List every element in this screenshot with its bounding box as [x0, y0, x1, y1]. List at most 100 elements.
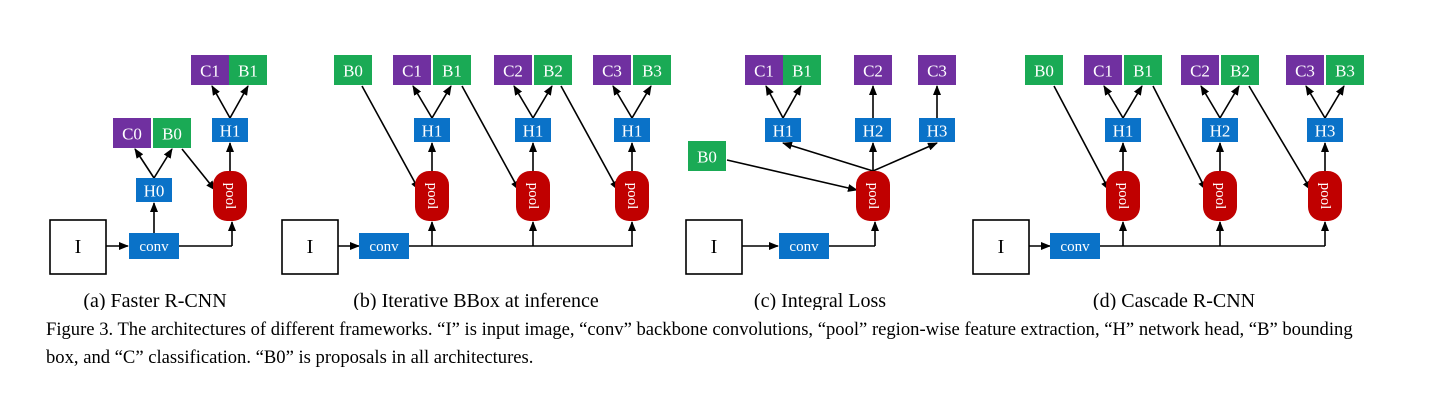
- a-h1-head-box: H1: [212, 118, 248, 142]
- c-c3-classification-box-shape: [918, 55, 956, 85]
- b2-pool-node: pool: [516, 171, 550, 221]
- b-b3-bbox-box: B3: [633, 55, 671, 85]
- d-h2-head-box-shape: [1202, 118, 1238, 142]
- a-c0-classification-box: C0: [113, 118, 151, 148]
- d-b0-bbox-box-shape: [1025, 55, 1063, 85]
- b-h1-2-head-box-shape: [515, 118, 551, 142]
- b1-pool-shape: [415, 171, 449, 221]
- a-b1-bbox-box-shape: [229, 55, 267, 85]
- c-pool-label: pool: [865, 183, 881, 210]
- c-c1-classification-box-label: C1: [754, 62, 774, 81]
- b-conv-label: conv: [369, 239, 399, 255]
- d-c3-classification-box: C3: [1286, 55, 1324, 85]
- c-h3-head-box-label: H3: [927, 122, 948, 141]
- c-c3-classification-box: C3: [918, 55, 956, 85]
- d-h1-head-box-label: H1: [1113, 122, 1134, 141]
- b-conv-shape: [359, 233, 409, 259]
- d-h1-head-box: H1: [1105, 118, 1141, 142]
- c-c2-classification-box: C2: [854, 55, 892, 85]
- d-b1-bbox-box-shape: [1124, 55, 1162, 85]
- b-b1-bbox-box: B1: [433, 55, 471, 85]
- d3-pool-shape: [1308, 171, 1342, 221]
- b-c3-classification-box-label: C3: [602, 62, 622, 81]
- c-input-frame: [685, 219, 743, 275]
- b-h1-3-head-box-label: H1: [622, 122, 643, 141]
- subcaption-d: (d) Cascade R-CNN: [1093, 290, 1255, 310]
- d-conv-box: conv: [1050, 233, 1100, 259]
- b3-pool-node: pool: [615, 171, 649, 221]
- b2-pool-label: pool: [525, 183, 541, 210]
- c-h3-head-box-shape: [919, 118, 955, 142]
- a-h0-head-box-label: H0: [144, 182, 165, 201]
- d-b1-bbox-box: B1: [1124, 55, 1162, 85]
- c-b1-bbox-box: B1: [783, 55, 821, 85]
- b-h1-1-head-box: H1: [414, 118, 450, 142]
- a-c0-classification-box-label: C0: [122, 125, 142, 144]
- c-b0-bbox-box-label: B0: [697, 148, 717, 167]
- d2-pool-shape: [1203, 171, 1237, 221]
- a-input-label: I: [75, 236, 82, 258]
- c-pool-shape: [856, 171, 890, 221]
- b1-pool-label: pool: [424, 183, 440, 210]
- a-c1-classification-box-shape: [191, 55, 229, 85]
- b1-pool-node: pool: [415, 171, 449, 221]
- a-h0-head-box: H0: [136, 178, 172, 202]
- c-conv-box: conv: [779, 233, 829, 259]
- d-c1-classification-box: C1: [1084, 55, 1122, 85]
- d1-pool-label: pool: [1115, 183, 1131, 210]
- a-b0-bbox-box: B0: [153, 118, 191, 148]
- a-b0-bbox-box-shape: [153, 118, 191, 148]
- c-input-label: I: [711, 236, 718, 258]
- d-input-frame: [972, 219, 1030, 275]
- a-pool-shape: [213, 171, 247, 221]
- b-b1-bbox-box-label: B1: [442, 62, 462, 81]
- b-c3-classification-box: C3: [593, 55, 631, 85]
- c-b1-bbox-box-label: B1: [792, 62, 812, 81]
- c-b0-bbox-box: B0: [688, 141, 726, 171]
- c-c2-classification-box-shape: [854, 55, 892, 85]
- a-conv-shape: [129, 233, 179, 259]
- a-c0-classification-box-shape: [113, 118, 151, 148]
- subcaption-b: (b) Iterative BBox at inference: [353, 290, 599, 310]
- d-b0-bbox-box: B0: [1025, 55, 1063, 85]
- c-conv-label: conv: [789, 239, 819, 255]
- b3-pool-label: pool: [624, 183, 640, 210]
- b-h1-1-head-box-shape: [414, 118, 450, 142]
- d-conv-label: conv: [1060, 239, 1090, 255]
- a-pool-node: pool: [213, 171, 247, 221]
- d-h3-head-box-label: H3: [1315, 122, 1336, 141]
- d1-pool-node: pool: [1106, 171, 1140, 221]
- a-conv-label: conv: [139, 239, 169, 255]
- d-c2-classification-box-label: C2: [1190, 62, 1210, 81]
- a-pool-label: pool: [222, 183, 238, 210]
- b-b0-bbox-box-label: B0: [343, 62, 363, 81]
- d-c3-classification-box-label: C3: [1295, 62, 1315, 81]
- b-c1-classification-box: C1: [393, 55, 431, 85]
- a-input-image: I: [49, 219, 107, 275]
- a-h0-head-box-shape: [136, 178, 172, 202]
- a-conv-box: conv: [129, 233, 179, 259]
- c-h2-head-box: H2: [855, 118, 891, 142]
- d-b0-bbox-box-label: B0: [1034, 62, 1054, 81]
- subcaption-c: (c) Integral Loss: [754, 290, 886, 310]
- b-b1-bbox-box-shape: [433, 55, 471, 85]
- a-c1-classification-box-label: C1: [200, 62, 220, 81]
- c-c1-classification-box: C1: [745, 55, 783, 85]
- b-input-image: I: [281, 219, 339, 275]
- d-conv-shape: [1050, 233, 1100, 259]
- b-c2-classification-box-label: C2: [503, 62, 523, 81]
- c-c2-classification-box-label: C2: [863, 62, 883, 81]
- b-b3-bbox-box-label: B3: [642, 62, 662, 81]
- c-h3-head-box: H3: [919, 118, 955, 142]
- c-h2-head-box-label: H2: [863, 122, 884, 141]
- a-b0-bbox-box-label: B0: [162, 125, 182, 144]
- b-b2-bbox-box-shape: [534, 55, 572, 85]
- b-b0-bbox-box: B0: [334, 55, 372, 85]
- c-h1-head-box-shape: [765, 118, 801, 142]
- c-c1-classification-box-shape: [745, 55, 783, 85]
- b-c1-classification-box-label: C1: [402, 62, 422, 81]
- d-h3-head-box-shape: [1307, 118, 1343, 142]
- b-c2-classification-box-shape: [494, 55, 532, 85]
- c-h2-head-box-shape: [855, 118, 891, 142]
- d-c1-classification-box-shape: [1084, 55, 1122, 85]
